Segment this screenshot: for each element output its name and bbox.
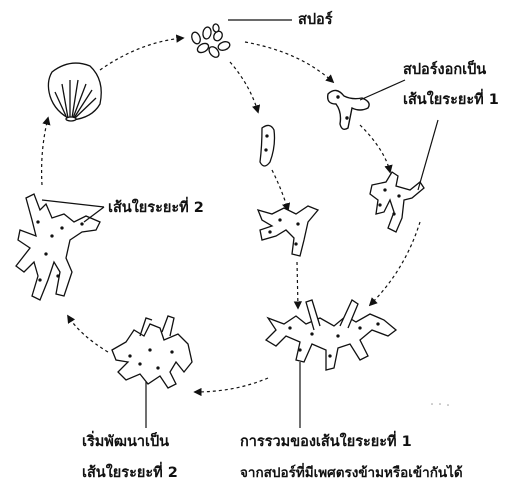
germinate-leader-line (360, 80, 405, 100)
label-develop-line2: เส้นใยระยะที่ 2 (82, 463, 178, 483)
developing-hypha-icon (112, 316, 192, 388)
arrow-hypha2-to-cap (42, 118, 48, 185)
germinating-spore-icon (328, 90, 369, 129)
inner-hypha-icon (258, 206, 318, 256)
gill-cap-icon (48, 63, 101, 121)
arrow-fusion-to-develop (195, 378, 268, 392)
inner-spore-icon (260, 125, 275, 166)
hypha-stage2-left-icon (16, 194, 100, 300)
label-germinate-line1: สปอร์งอกเป็น (403, 60, 486, 80)
arrow-inner-spore-to-hypha (272, 170, 288, 210)
fused-hyphae-icon (266, 300, 396, 370)
arrow-develop-to-hypha2 (68, 316, 108, 352)
label-hypha-stage2: เส้นใยระยะที่ 2 (108, 198, 204, 218)
hypha2-leader-line-a (42, 200, 104, 207)
label-develop-line1: เริ่มพัฒนาเป็น (82, 432, 169, 452)
label-spore: สปอร์ (298, 10, 333, 30)
arrow-spores-to-inner-spore (230, 62, 258, 112)
label-fusion-line1: การรวมของเส้นใยระยะที่ 1 (240, 432, 412, 452)
scan-specks (431, 403, 449, 406)
arrow-germ-to-hypha1 (360, 125, 390, 172)
arrow-hypha1-to-fusion (370, 222, 420, 305)
arrow-inner-hypha-to-fusion (297, 262, 298, 308)
spore-cluster-icon (190, 24, 231, 60)
label-germinate-line2: เส้นใยระยะที่ 1 (403, 90, 499, 110)
hypha1-leader-line (418, 120, 438, 190)
hypha-stage1-right-icon (370, 172, 424, 232)
arrow-spores-to-germinating (245, 42, 333, 82)
arrow-cap-to-spores (100, 38, 183, 70)
label-fusion-line2: จากสปอร์ที่มีเพศตรงข้ามหรือเข้ากันได้ (240, 463, 463, 483)
